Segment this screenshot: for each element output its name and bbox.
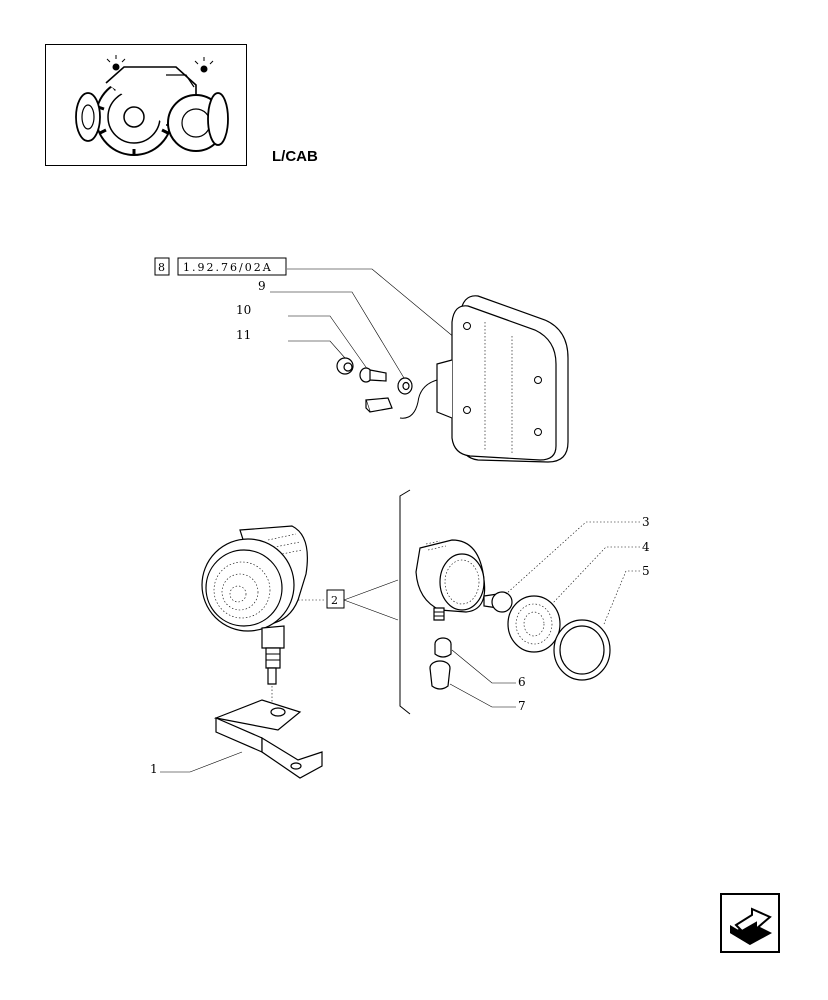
callout-11: 11 — [236, 328, 251, 342]
model-label: L/CAB — [272, 148, 318, 165]
nut-6 — [434, 637, 452, 658]
rear-lamp — [399, 295, 569, 463]
thumbnail-frame — [45, 44, 247, 166]
next-page-button[interactable] — [720, 893, 780, 953]
mounting-bracket-1 — [213, 699, 323, 779]
callout-4: 4 — [642, 540, 650, 554]
callout-10: 10 — [236, 303, 251, 317]
ring-5 — [553, 619, 611, 681]
callout-5: 5 — [642, 564, 650, 578]
callout-6: 6 — [518, 675, 526, 689]
callout-9: 9 — [258, 279, 266, 293]
callout-1: 1 — [150, 762, 158, 776]
lamp-housing — [415, 539, 486, 621]
bolt-10 — [359, 367, 387, 383]
callout-7: 7 — [518, 699, 526, 713]
work-lamp-assembled — [201, 525, 308, 712]
tractor-thumbnail-icon — [75, 55, 229, 156]
connector-plug — [365, 397, 393, 413]
nut-11 — [336, 357, 354, 375]
reference-tag-lamp[interactable]: 2 — [326, 589, 345, 609]
next-page-arrow-icon — [730, 907, 772, 945]
reference-tag-lamp-section: 2 — [331, 594, 340, 607]
bulb-3 — [483, 591, 513, 613]
lens-4 — [507, 595, 561, 653]
callout-3: 3 — [642, 515, 650, 529]
sleeve-7 — [429, 660, 451, 690]
reference-tag-upper[interactable]: 8 1.92.76/02A — [154, 257, 287, 276]
washer-9 — [397, 377, 413, 395]
reference-tag-upper-code: 1.92.76/02A — [183, 261, 273, 274]
reference-tag-upper-section: 8 — [158, 261, 167, 274]
